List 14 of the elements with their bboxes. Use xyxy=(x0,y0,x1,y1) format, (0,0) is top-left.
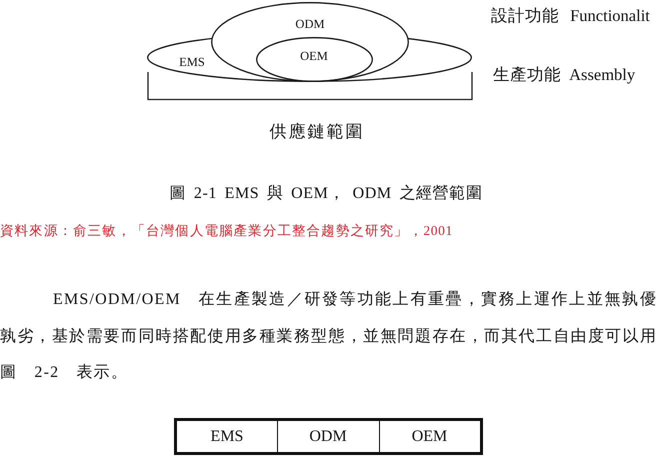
ellipse-node xyxy=(256,37,373,82)
side-label: 設計功能 Functionalit xyxy=(491,6,650,26)
range-label: 供應鏈範圍 xyxy=(270,122,364,142)
source-note: 資料來源：俞三敏，「台灣個人電腦產業分工整合趨勢之研究」，2001 xyxy=(0,223,453,240)
ellipse-node xyxy=(211,2,409,82)
table-cell: OEM xyxy=(379,418,483,455)
figure-caption: 圖 2-1 EMS 與 OEM， ODM 之經營範圍 xyxy=(170,184,482,204)
table-cell: ODM xyxy=(277,418,380,455)
table-cell: EMS xyxy=(174,418,278,455)
side-label: 生產功能 Assembly xyxy=(493,65,636,85)
ellipse-label: OEM xyxy=(300,48,328,64)
body-paragraph: EMS/ODM/OEM 在生產製造／研發等功能上有重疊，實務上運作上並無孰優孰劣，基於需要而同時搭配使用多種業務型態，並無問題存在，而其代工自由度可以用圖 2-2 表示。 xyxy=(0,290,657,383)
ellipse-label: EMS xyxy=(179,54,205,70)
ellipse-label: ODM xyxy=(295,16,325,32)
